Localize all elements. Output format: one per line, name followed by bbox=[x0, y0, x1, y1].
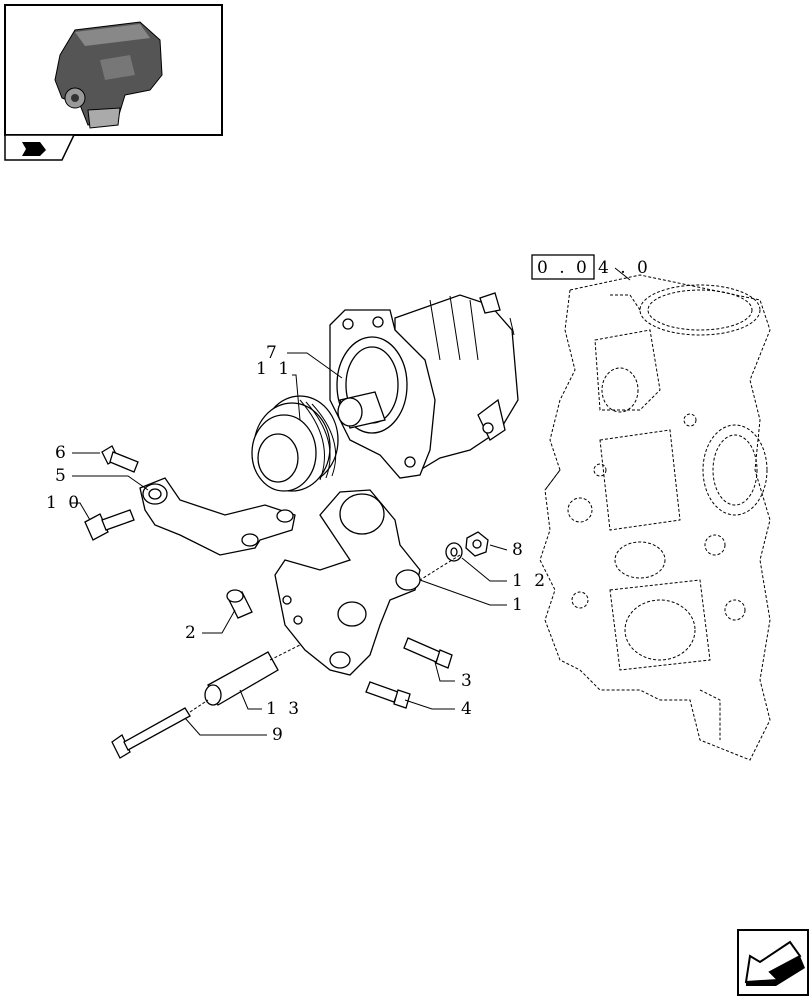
callout-2: 2 bbox=[185, 623, 199, 643]
bolt-6[interactable] bbox=[101, 445, 139, 473]
reference-suffix: 4 . 0 bbox=[598, 258, 651, 278]
callout-12: 1 2 bbox=[512, 571, 548, 591]
pulley[interactable] bbox=[251, 395, 339, 492]
callout-6: 6 bbox=[55, 443, 69, 463]
book-tab-icon[interactable] bbox=[4, 134, 76, 161]
bolt-3[interactable] bbox=[403, 637, 453, 669]
sleeve-13[interactable] bbox=[204, 651, 279, 706]
callout-4: 4 bbox=[461, 699, 475, 719]
bolt-10[interactable] bbox=[84, 509, 135, 541]
callout-10: 1 0 bbox=[46, 493, 82, 513]
callout-7: 7 bbox=[266, 343, 280, 363]
callout-8: 8 bbox=[512, 540, 526, 560]
reference-prefix: 0 . 0 bbox=[537, 258, 590, 278]
callout-3: 3 bbox=[461, 671, 475, 691]
callout-9: 9 bbox=[272, 725, 286, 745]
alternator[interactable] bbox=[329, 292, 519, 479]
callout-13: 1 3 bbox=[266, 699, 302, 719]
next-page-arrow-icon[interactable] bbox=[737, 929, 809, 996]
bolt-4[interactable] bbox=[365, 681, 411, 709]
leader-lines bbox=[70, 352, 508, 736]
callout-5: 5 bbox=[55, 466, 69, 486]
engine-thumbnail-icon[interactable] bbox=[4, 4, 223, 136]
bolt-9[interactable] bbox=[111, 707, 191, 759]
engine-block-phantom bbox=[539, 274, 771, 761]
reference-box[interactable]: 0 . 0 4 . 0 bbox=[531, 254, 651, 281]
spacer-2[interactable] bbox=[226, 589, 253, 619]
bracket-arm[interactable] bbox=[139, 477, 296, 556]
callout-1: 1 bbox=[512, 595, 526, 615]
nut-8[interactable] bbox=[465, 531, 489, 557]
callout-11: 1 1 bbox=[256, 359, 292, 379]
mounting-bracket[interactable] bbox=[274, 489, 421, 676]
